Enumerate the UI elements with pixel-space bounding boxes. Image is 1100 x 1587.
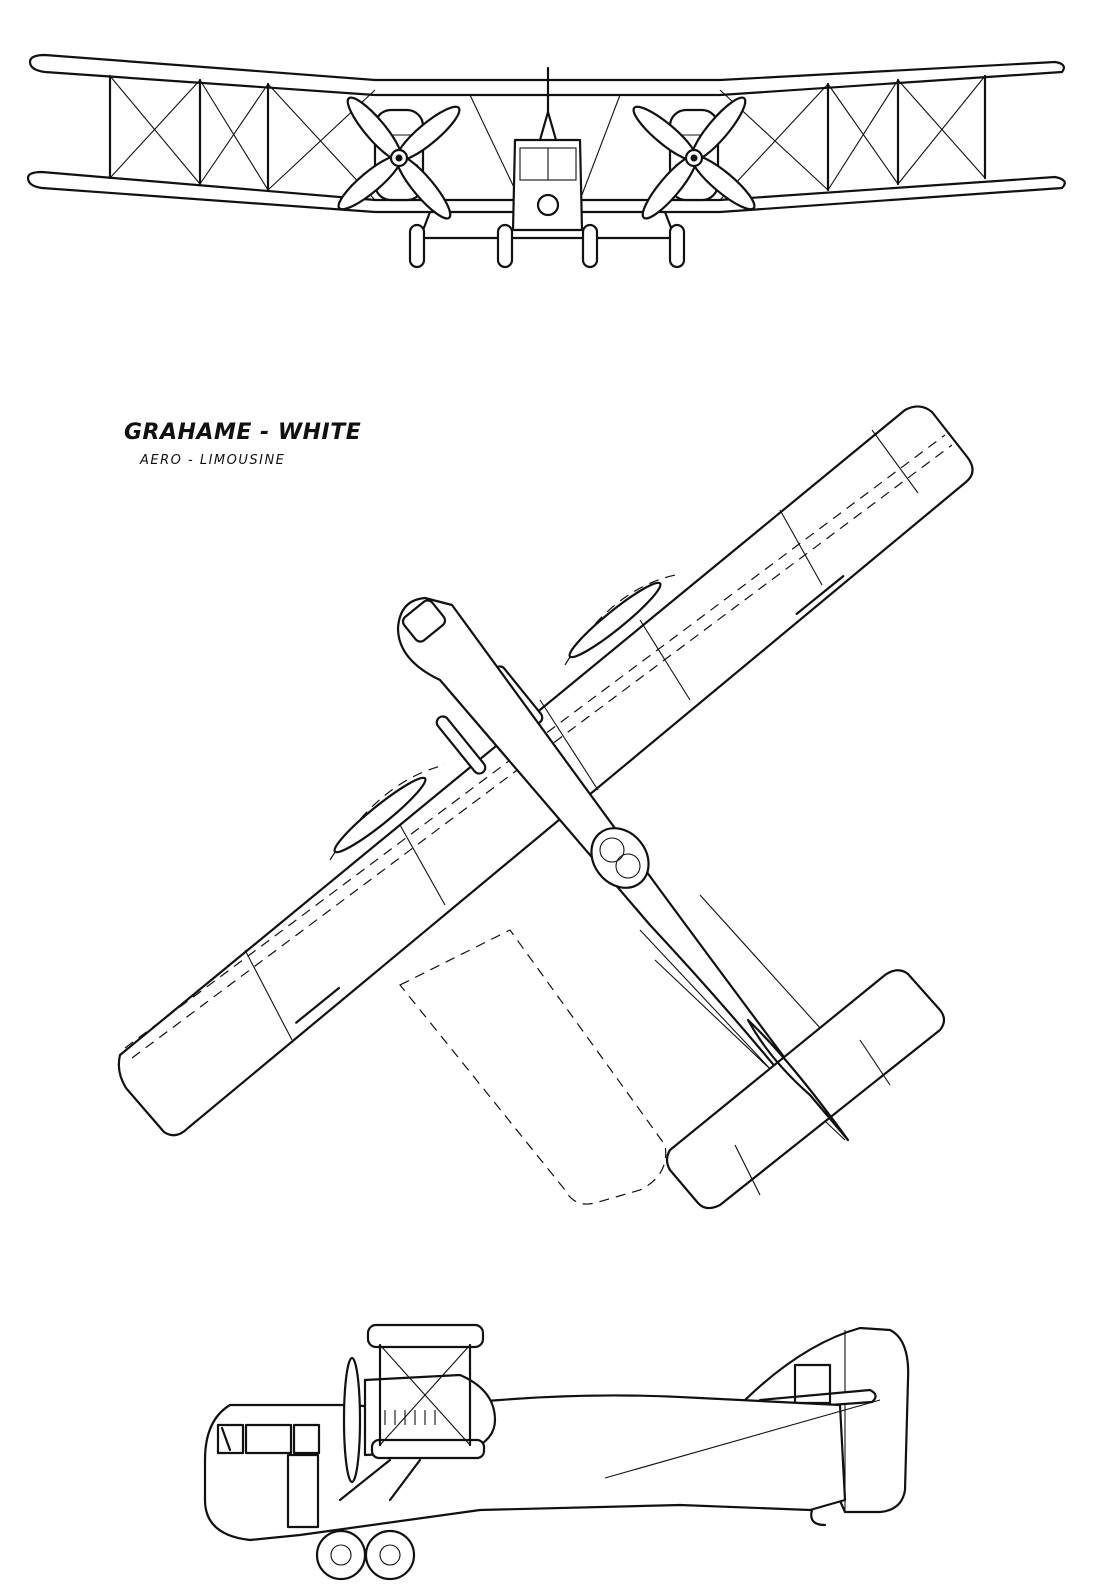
- side-engine-cylinders: [384, 1410, 436, 1425]
- front-lower-wing: [26, 170, 1066, 214]
- side-lower-wing: [370, 1438, 486, 1460]
- front-fuselage: [511, 138, 584, 232]
- front-struts: [108, 74, 987, 192]
- side-propeller: [342, 1356, 362, 1484]
- side-door: [286, 1453, 320, 1529]
- plan-lower-wing-outline: [399, 929, 667, 1205]
- drawing-subtitle: AERO - LIMOUSINE: [140, 453, 286, 468]
- plan-wing-ribs: [244, 429, 919, 1041]
- side-upper-wing: [366, 1323, 485, 1349]
- plan-cockpit: [590, 827, 650, 889]
- side-bracing: [379, 1344, 471, 1446]
- side-undercarriage: [315, 1458, 422, 1581]
- front-upper-wing: [28, 53, 1065, 97]
- front-propeller-left: [337, 96, 461, 220]
- plan-view: [117, 405, 974, 1210]
- front-undercarriage: [408, 210, 686, 269]
- front-view: [26, 53, 1066, 269]
- side-fuselage: [203, 1394, 847, 1542]
- plan-rudder: [746, 1018, 850, 1142]
- drawing-title: GRAHAME - WHITE: [124, 420, 362, 445]
- side-windows: [216, 1423, 321, 1455]
- side-wheel-rear: [364, 1529, 416, 1581]
- plan-tailplane: [665, 969, 946, 1210]
- front-propeller-right: [632, 96, 756, 220]
- side-view: [203, 1323, 910, 1581]
- side-wheel-front: [315, 1529, 367, 1581]
- side-struts: [378, 1343, 472, 1447]
